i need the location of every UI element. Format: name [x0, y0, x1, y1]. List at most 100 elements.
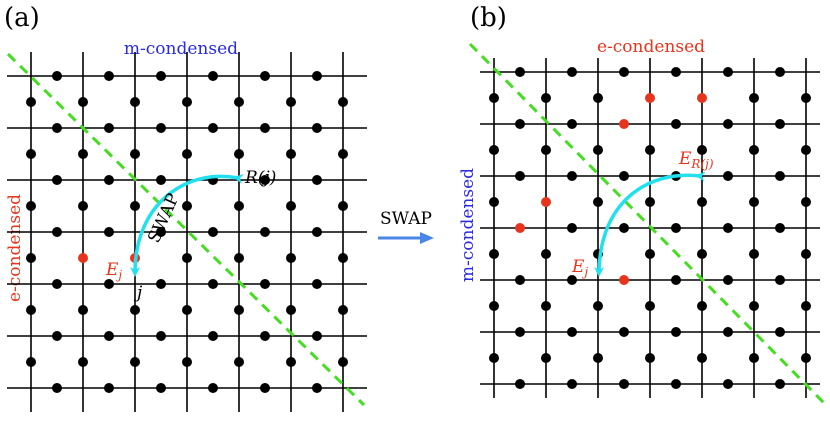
panel-b-red-site [619, 119, 629, 129]
panel-b-lattice-site [775, 379, 785, 389]
panel-b-lattice-site [775, 171, 785, 181]
panel-a-lattice-site [104, 227, 114, 237]
panel-b-lattice-site [671, 379, 681, 389]
panel-b-lattice-site [515, 67, 525, 77]
panel-a-lattice-site [338, 201, 348, 211]
panel-b-lattice-site [619, 171, 629, 181]
panel-b-source-site-label: Ej [571, 257, 588, 279]
panel-b-lattice-site [593, 301, 603, 311]
panel-b-label: (b) [470, 3, 507, 33]
panel-a-swap-arc [130, 174, 244, 277]
panel-b-lattice-site [619, 67, 629, 77]
panel-b-lattice-site [749, 353, 759, 363]
panel-a-lattice-site [78, 149, 88, 159]
panel-a-lattice-site [52, 71, 62, 81]
panel-a-label: (a) [4, 3, 40, 33]
panel-a-lattice-site [26, 253, 36, 263]
panel-a-source-site-label: Ej [105, 260, 122, 282]
panel-b-lattice-site [723, 223, 733, 233]
panel-b-lattice-site [801, 353, 811, 363]
panel-b-lattice-site [541, 301, 551, 311]
panel-b-lattice-site [801, 249, 811, 259]
panel-a-lattice-site [208, 227, 218, 237]
panel-b-lattice-site [489, 197, 499, 207]
panel-a-lattice-site [156, 175, 166, 185]
panel-a-lattice-site [338, 97, 348, 107]
panel-b-lattice-site [515, 379, 525, 389]
panel-a-lattice-site [130, 305, 140, 315]
panel-b-lattice-site [593, 93, 603, 103]
panel-b-lattice-site [801, 301, 811, 311]
panel-a-lattice-site [234, 357, 244, 367]
panel-b-red-site [619, 275, 629, 285]
panel-a-lattice-site [312, 331, 322, 341]
panel-b-lattice-site [541, 353, 551, 363]
panel-a-lattice-site [260, 279, 270, 289]
panel-a-lattice-site [130, 97, 140, 107]
panel-b-lattice-site [567, 275, 577, 285]
panel-a-lattice-site [78, 305, 88, 315]
panel-a-lattice-site [208, 383, 218, 393]
panel-a-lattice-site [156, 331, 166, 341]
panel-b-swap-arc [594, 171, 706, 277]
panel-a-lattice-site [286, 149, 296, 159]
panel-a-lattice-site [104, 383, 114, 393]
panel-a-lattice-site [104, 331, 114, 341]
panel-b-lattice-site [567, 119, 577, 129]
panel-b-lattice-site [723, 275, 733, 285]
panel-b-lattice-site [541, 93, 551, 103]
panel-a-lattice-site [260, 123, 270, 133]
panel-b: (b) e-condensed m-condensed Ej ER(j) [458, 3, 828, 407]
panel-a-lattice-site [286, 357, 296, 367]
panel-b-lattice-site [593, 353, 603, 363]
panel-b-red-site [515, 223, 525, 233]
panel-a-lattice-site [182, 201, 192, 211]
panel-b-lattice-site [671, 275, 681, 285]
panel-b-lattice-site [723, 379, 733, 389]
panel-b-lattice-site [645, 145, 655, 155]
panel-b-lattice-site [645, 353, 655, 363]
panel-b-lattice-site [697, 353, 707, 363]
panel-a-lattice-site [338, 357, 348, 367]
panel-a-lattice-site [156, 279, 166, 289]
panel-a-lattice-site [182, 97, 192, 107]
panel-b-left-region-label: m-condensed [458, 168, 478, 282]
panel-b-lattice-site [645, 197, 655, 207]
panel-a-lattice-site [208, 71, 218, 81]
swap-transition-arrow-head [420, 232, 434, 244]
panel-a-lattice-site [286, 253, 296, 263]
panel-a-lattice-site [104, 123, 114, 133]
panel-b-lattice-site [801, 93, 811, 103]
panel-a-lattice-site [286, 97, 296, 107]
panel-a-lattice-site [52, 383, 62, 393]
panel-a-lattice [7, 52, 367, 412]
panel-a-lattice-site [208, 279, 218, 289]
panel-a: (a) m-condensed e-condensed SWAP Ej j R(… [4, 3, 367, 412]
panel-a-lattice-site [156, 123, 166, 133]
panel-b-red-site [541, 197, 551, 207]
panel-a-lattice-site [26, 201, 36, 211]
panel-a-lattice-site [78, 357, 88, 367]
panel-b-red-site [697, 93, 707, 103]
panel-b-lattice-site [645, 249, 655, 259]
panel-a-cut-line [6, 52, 366, 407]
panel-b-lattice-site [593, 145, 603, 155]
panel-a-lattice-site [338, 253, 348, 263]
panel-a-lattice-site [52, 123, 62, 133]
panel-a-lattice-site [130, 357, 140, 367]
panel-a-lattice-site [182, 253, 192, 263]
panel-b-lattice-site [697, 301, 707, 311]
panel-a-lattice-site [130, 149, 140, 159]
panel-a-lattice-site [182, 149, 192, 159]
panel-b-lattice-site [671, 67, 681, 77]
panel-b-lattice-site [697, 197, 707, 207]
panel-a-red-site [78, 253, 88, 263]
panel-b-lattice-site [619, 379, 629, 389]
panel-a-lattice-site [78, 201, 88, 211]
panel-b-red-site [645, 93, 655, 103]
panel-a-lattice-site [78, 97, 88, 107]
panel-a-lattice-site [156, 383, 166, 393]
panel-b-lattice-site [671, 327, 681, 337]
panel-b-lattice-site [801, 197, 811, 207]
panel-b-lattice-site [567, 171, 577, 181]
